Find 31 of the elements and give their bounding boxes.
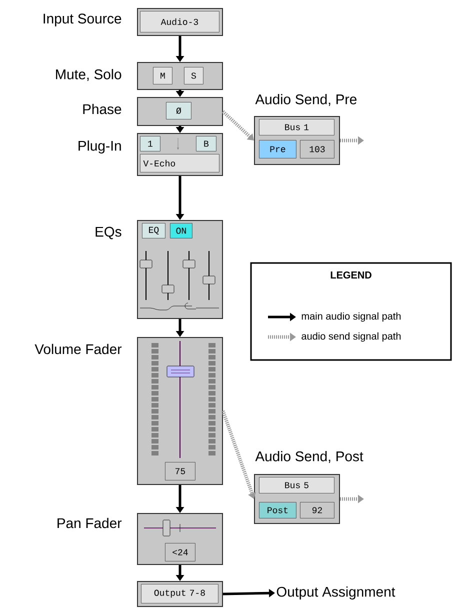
toggle-button: B — [196, 136, 216, 152]
toggle-button: EQ — [142, 223, 166, 238]
toggle-button: Post — [259, 502, 296, 518]
legend-text: main audio signal path — [302, 312, 401, 322]
toggle-button: S — [184, 67, 204, 84]
bus-button: Bus 5 — [259, 477, 334, 494]
module-label: EQs — [96, 226, 122, 240]
arrow — [222, 110, 254, 140]
plug-in-button: V-Echo — [140, 154, 220, 172]
value-field: 75 — [165, 462, 196, 480]
module-label: Audio Send, Post — [255, 451, 364, 463]
value-field: 103 — [300, 140, 334, 158]
module-label: Audio Send, Pre — [255, 94, 357, 106]
value-field: 92 — [300, 502, 334, 518]
module-label: Pan Fader — [58, 518, 122, 528]
module-label: Mute, Solo — [56, 69, 122, 81]
output-label: Output Assignment — [276, 586, 396, 600]
toggle-button: Pre — [259, 140, 296, 158]
toggle-button: 1 — [140, 136, 160, 152]
value-field: <24 — [165, 543, 196, 562]
bus-button: Bus 1 — [259, 119, 334, 136]
toggle-button: ON — [170, 223, 192, 238]
output-button: Output 7-8 — [141, 584, 218, 604]
legend-text: audio send signal path — [302, 332, 401, 342]
toggle-button: M — [153, 67, 172, 84]
module-label: Plug-In — [78, 140, 121, 154]
module-label: Input Source — [44, 14, 122, 26]
source-button: Audio-3 — [140, 11, 220, 32]
module-label: Phase — [83, 104, 122, 114]
toggle-button: Ø — [166, 102, 192, 120]
module-label: Volume Fader — [34, 344, 122, 354]
